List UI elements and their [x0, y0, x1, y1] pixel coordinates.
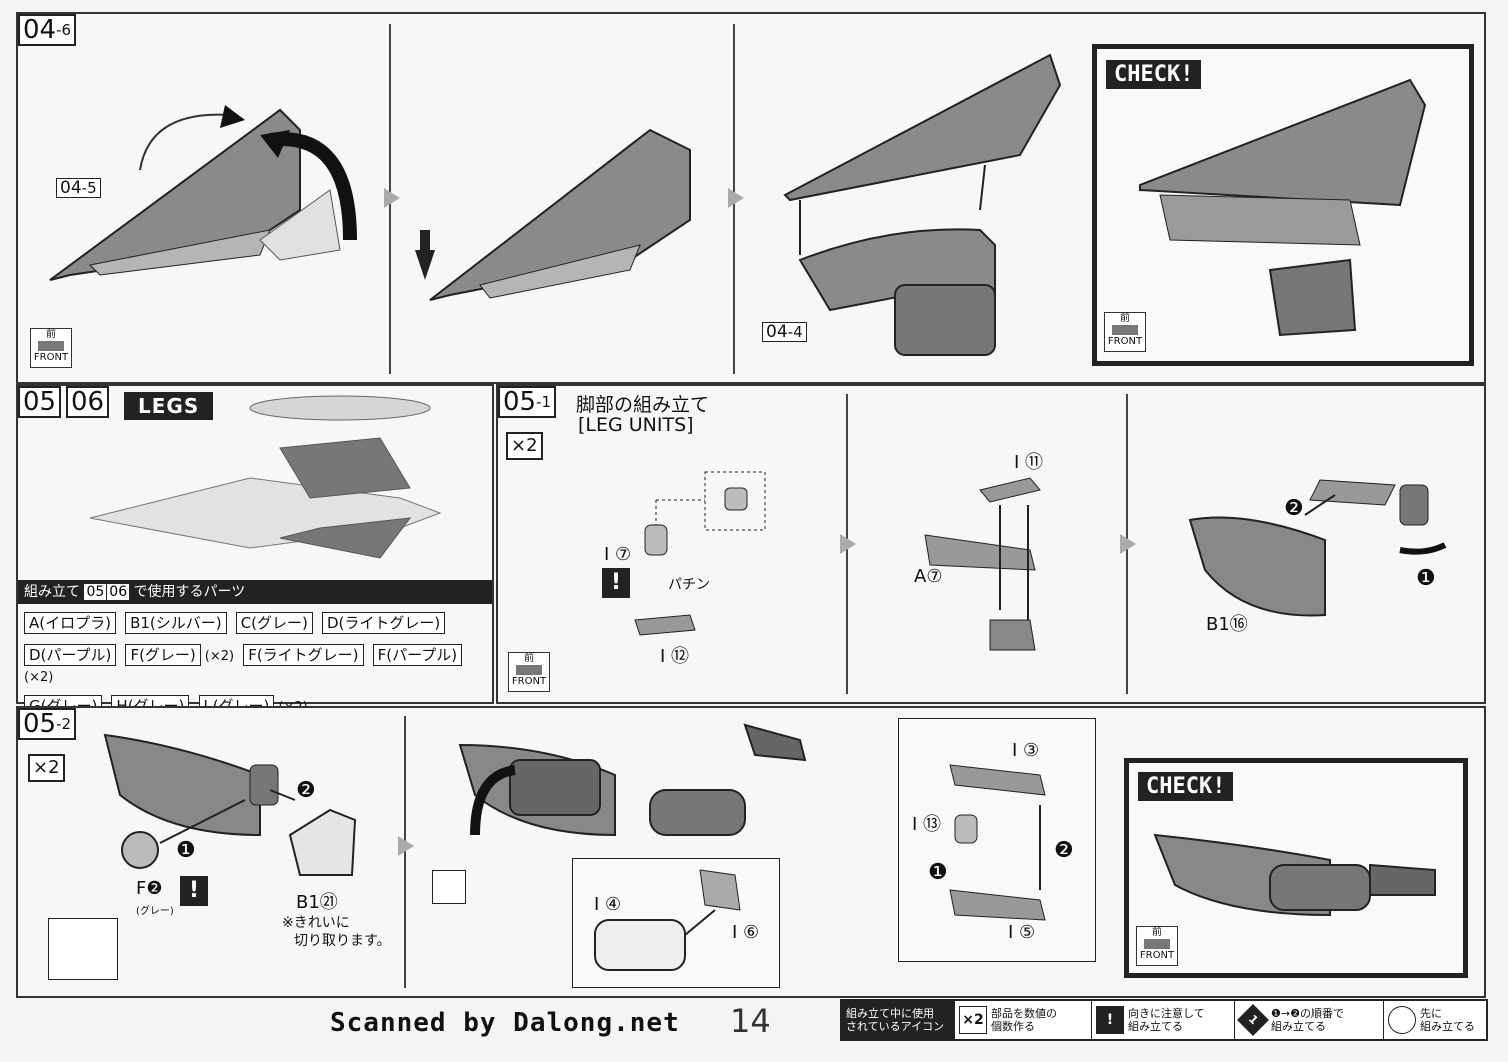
- part-label: I ⑤: [1008, 922, 1036, 943]
- part-label: B1⑯: [1206, 614, 1248, 635]
- wing-illustration-3: [783, 53, 1062, 356]
- part-label: I ⑦: [604, 544, 632, 565]
- warning-icon: !: [602, 568, 630, 598]
- subassembly-icon: [1388, 1006, 1416, 1034]
- multiplier-icon: ×2: [959, 1006, 987, 1034]
- step-arrow-icon: [840, 534, 856, 554]
- part-label: B1㉑: [296, 892, 338, 913]
- part-label: F(グレー): [125, 644, 201, 666]
- parts-row: A(イロプラ) B1(シルバー) C(グレー) D(ライトグレー): [24, 612, 484, 634]
- check-illustration-04: [1139, 78, 1427, 337]
- page-number: 14: [730, 1002, 771, 1040]
- parts-row: D(パープル) F(グレー)(×2) F(ライトグレー) F(パープル)(×2): [24, 644, 484, 685]
- wing-illustration-2: [415, 128, 691, 301]
- order-icon-1: ❶: [928, 860, 948, 885]
- warning-icon: !: [1096, 1006, 1124, 1034]
- part-label: I ⑥: [732, 922, 760, 943]
- part-label: A(イロプラ): [24, 612, 116, 634]
- leg-parts-illustration-2: [924, 477, 1041, 651]
- step-title-en: [LEG UNITS]: [578, 414, 694, 436]
- order-icon-1: ❶: [176, 838, 196, 863]
- nut-detail-box: [48, 918, 118, 980]
- icon-legend: 組み立て中に使用されているアイコン ×2 部品を数値の個数作る ! 向きに注意し…: [840, 999, 1488, 1041]
- part-label: F❷: [136, 878, 163, 899]
- wing-illustration-1: [49, 105, 357, 281]
- step-tag-05-2: 05-2: [18, 708, 77, 740]
- scanned-by-credit: Scanned by Dalong.net: [330, 1008, 680, 1038]
- step-tag-06: 06: [66, 386, 110, 418]
- detail-box-i3-i5: [898, 718, 1096, 962]
- part-label: F(パープル): [372, 644, 463, 666]
- step-arrow-icon: [398, 836, 414, 856]
- step-tag-05: 05: [18, 386, 62, 418]
- leg-assembly-illustration-2: [458, 723, 807, 837]
- legend-order: 1 ❶→❷の順番で組み立てる: [1234, 1001, 1383, 1039]
- part-label: C(グレー): [235, 612, 313, 634]
- warning-icon: !: [180, 876, 208, 906]
- leg-parts-illustration-3: [1188, 479, 1447, 617]
- leg-parts-illustration-1: [634, 471, 766, 636]
- part-color-label: (グレー): [136, 906, 174, 917]
- label-04-5: 04-5: [56, 178, 101, 198]
- step-arrow-icon: [384, 188, 400, 208]
- multiplier-badge: ×2: [28, 754, 65, 782]
- part-label: I ④: [594, 894, 622, 915]
- legs-badge: LEGS: [124, 392, 214, 420]
- part-label: D(パープル): [24, 644, 117, 666]
- aircraft-illustration: [89, 395, 442, 559]
- multiplier-badge: ×2: [506, 432, 543, 460]
- legend-multiplier: ×2 部品を数値の個数作る: [954, 1001, 1091, 1039]
- part-label: I ⑫: [660, 646, 690, 667]
- cut-note-line-1: ※きれいに: [282, 915, 350, 931]
- part-label: I ⑬: [912, 814, 942, 835]
- check-illustration-05: [1153, 833, 1436, 917]
- order-icon-2: ❷: [296, 778, 316, 803]
- order-diamond-icon: 1: [1237, 1004, 1269, 1036]
- legend-title: 組み立て中に使用されているアイコン: [842, 1001, 954, 1039]
- order-icon-2: ❷: [1284, 496, 1304, 521]
- part-label: A⑦: [914, 566, 943, 587]
- part-label: B1(シルバー): [125, 612, 227, 634]
- parts-list: A(イロプラ) B1(シルバー) C(グレー) D(ライトグレー) D(パープル…: [24, 612, 484, 717]
- order-icon-2: ❷: [1054, 838, 1074, 863]
- part-label: I ③: [1012, 740, 1040, 761]
- part-label: I ⑪: [1014, 452, 1044, 473]
- detail-parts-i4-i6: [594, 869, 741, 971]
- label-04-4: 04-4: [762, 322, 807, 342]
- subassembly-icon-box: [432, 870, 466, 904]
- check-badge: CHECK!: [1106, 60, 1202, 89]
- step-tag-04-6: 04-6: [18, 14, 77, 46]
- part-label: F(ライトグレー): [243, 644, 364, 666]
- legend-subassembly: 先に組み立てる: [1383, 1001, 1486, 1039]
- check-badge: CHECK!: [1138, 772, 1234, 801]
- step-arrow-icon: [1120, 534, 1136, 554]
- step-arrow-icon: [728, 188, 744, 208]
- step-tag-05-1: 05-1: [498, 386, 557, 418]
- detail-parts-i3-i5: [949, 764, 1046, 921]
- snap-label: パチン: [668, 577, 710, 593]
- cut-note-line-2: 切り取ります。: [294, 933, 391, 949]
- legend-warning: ! 向きに注意して組み立てる: [1091, 1001, 1234, 1039]
- step-title-jp: 脚部の組み立て: [576, 394, 710, 416]
- order-icon-1: ❶: [1416, 566, 1436, 591]
- leg-assembly-illustration-1: [103, 733, 357, 876]
- part-label: D(ライトグレー): [321, 612, 446, 634]
